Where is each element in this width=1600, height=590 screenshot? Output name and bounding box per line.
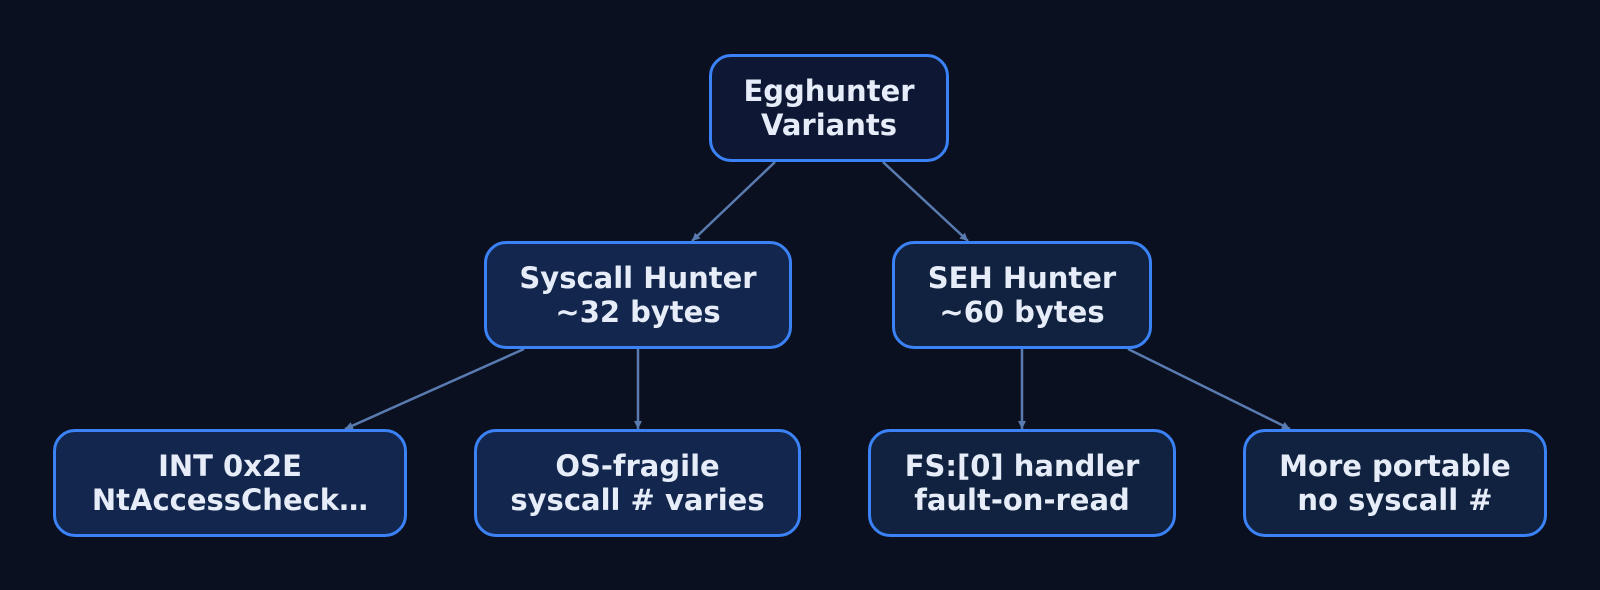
node-label-line2: fault-on-read (914, 483, 1130, 517)
node-label-line1: FS:[0] handler (904, 449, 1140, 483)
node-label-line2: Variants (760, 108, 897, 142)
node-os-fragile: OS-fragile syscall # varies (474, 429, 801, 537)
node-label-line2: NtAccessCheck… (91, 483, 369, 517)
edge-root-to-syscall-hunter (691, 161, 776, 242)
node-seh-hunter: SEH Hunter ~60 bytes (892, 241, 1152, 349)
node-label-line1: Syscall Hunter (519, 261, 757, 295)
node-label-line2: ~32 bytes (555, 295, 721, 329)
node-label-line2: no syscall # (1297, 483, 1493, 517)
node-label-line1: SEH Hunter (927, 261, 1117, 295)
node-egghunter-variants: Egghunter Variants (709, 54, 949, 162)
node-label-line2: syscall # varies (510, 483, 765, 517)
node-label-line2: ~60 bytes (939, 295, 1105, 329)
edge-root-to-seh-hunter (882, 161, 969, 242)
node-fs-handler: FS:[0] handler fault-on-read (868, 429, 1176, 537)
node-label-line1: OS-fragile (555, 449, 720, 483)
node-syscall-hunter: Syscall Hunter ~32 bytes (484, 241, 792, 349)
node-label-line1: More portable (1279, 449, 1511, 483)
edge-syscall-hunter-to-int-2e (344, 347, 525, 431)
edge-seh-hunter-to-more-portable (1127, 347, 1291, 431)
node-int-0x2e: INT 0x2E NtAccessCheck… (53, 429, 407, 537)
node-label-line1: INT 0x2E (158, 449, 302, 483)
node-label-line1: Egghunter (743, 74, 915, 108)
node-more-portable: More portable no syscall # (1243, 429, 1547, 537)
